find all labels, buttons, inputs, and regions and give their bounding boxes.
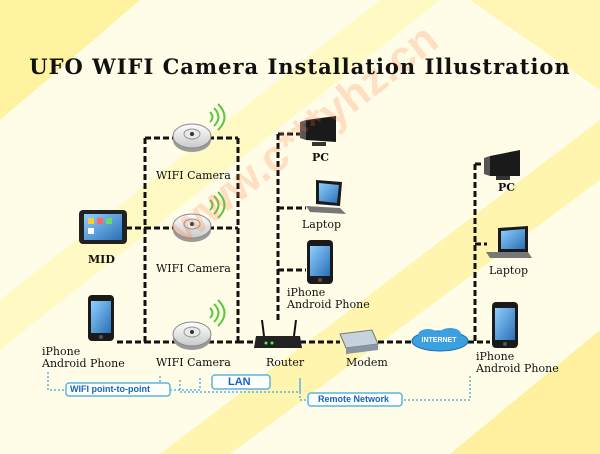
- page-title: UFO WIFI Camera Installation Illustratio…: [29, 54, 571, 79]
- camera-3-label: WIFI Camera: [156, 356, 231, 369]
- laptop-mid-label: Laptop: [302, 218, 341, 231]
- remote-network-label: Remote Network: [318, 394, 390, 404]
- phone-left-label-2: Android Phone: [42, 357, 125, 370]
- phone-mid-label-2: Android Phone: [287, 298, 370, 311]
- laptop-right-label: Laptop: [489, 264, 528, 277]
- router-icon: [254, 319, 302, 348]
- mid-label: MID: [88, 253, 115, 266]
- modem-icon: [339, 329, 379, 354]
- smartphone-icon-mid: [307, 240, 333, 284]
- network-lines: [117, 132, 490, 344]
- cloud-icon: [411, 328, 469, 352]
- pc-right-label: PC: [498, 181, 516, 194]
- tablet-icon: [79, 210, 127, 244]
- smartphone-icon-right: [492, 302, 518, 348]
- laptop-icon-right: [486, 226, 532, 258]
- camera-3: [172, 321, 212, 350]
- camera-2: [172, 213, 212, 242]
- phone-mid-label-1: iPhone: [287, 286, 326, 299]
- phone-left-label-1: iPhone: [42, 345, 81, 358]
- phone-right-label-1: iPhone: [476, 350, 515, 363]
- lan-label: LAN: [228, 376, 251, 388]
- monitor-icon-right: [484, 150, 520, 180]
- wifi-signal-icon: [209, 103, 226, 327]
- laptop-icon-mid: [306, 180, 346, 214]
- internet-label: INTERNET: [421, 337, 457, 344]
- modem-label: Modem: [346, 356, 388, 369]
- pc-mid-label: PC: [312, 151, 330, 164]
- wifi-p2p-label: WIFI point-to-point: [70, 384, 150, 394]
- camera-1: [172, 123, 212, 152]
- phone-right-label-2: Android Phone: [476, 362, 559, 375]
- router-label: Router: [266, 356, 305, 369]
- camera-2-label: WIFI Camera: [156, 262, 231, 275]
- label-boxes: [65, 374, 403, 407]
- camera-1-label: WIFI Camera: [156, 169, 231, 182]
- smartphone-icon-left: [88, 295, 114, 341]
- monitor-icon-mid: [300, 116, 336, 146]
